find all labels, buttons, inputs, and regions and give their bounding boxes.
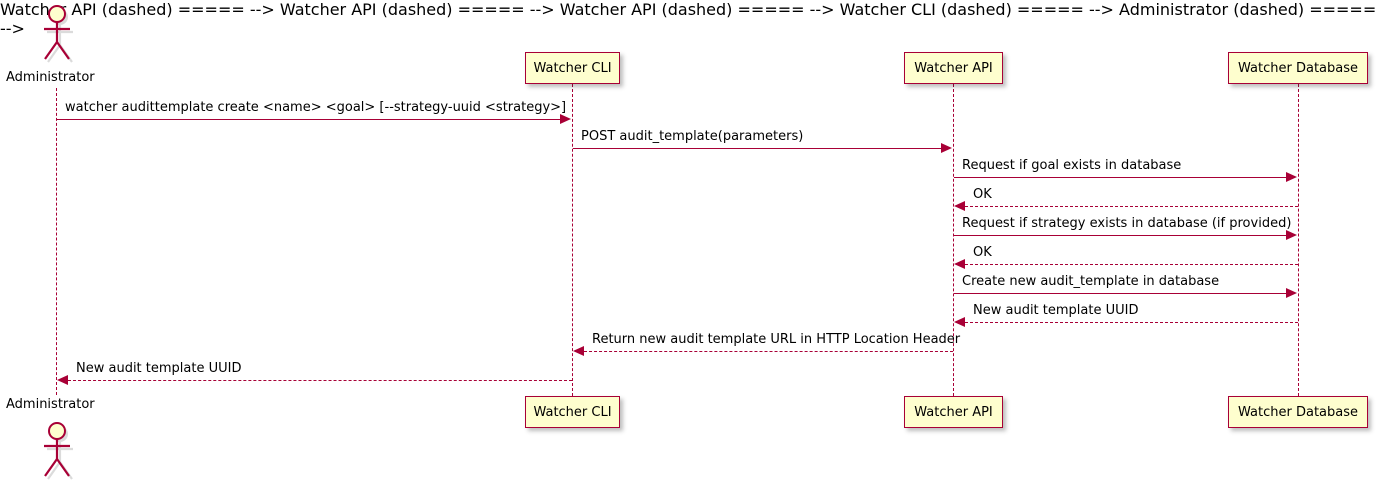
message-line-10 — [68, 380, 572, 381]
message-label-6: OK — [973, 245, 992, 260]
message-label-2: POST audit_template(parameters) — [581, 129, 804, 144]
message-line-8 — [965, 322, 1298, 323]
message-line-4 — [965, 206, 1298, 207]
arrow-head-5 — [1286, 230, 1297, 240]
participant-box-watcher-cli-bottom[interactable]: Watcher CLI — [525, 396, 620, 428]
message-line-5 — [954, 235, 1287, 236]
arrow-head-6 — [954, 259, 965, 269]
actor-label-administrator-top: Administrator — [6, 70, 95, 85]
lifeline-watcher-api — [953, 84, 954, 396]
message-line-7 — [954, 293, 1287, 294]
participant-box-watcher-database-bottom[interactable]: Watcher Database — [1228, 396, 1368, 428]
message-line-1 — [57, 119, 561, 120]
participant-box-watcher-database-top[interactable]: Watcher Database — [1228, 52, 1368, 84]
arrow-head-10 — [57, 375, 68, 385]
message-line-2 — [573, 148, 942, 149]
message-label-10: New audit template UUID — [76, 361, 242, 376]
lifeline-watcher-database — [1298, 84, 1299, 396]
arrow-head-9 — [573, 346, 584, 356]
message-label-3: Request if goal exists in database — [962, 158, 1182, 173]
arrow-head-3 — [1286, 172, 1297, 182]
message-label-4: OK — [973, 187, 992, 202]
lifeline-administrator — [56, 88, 57, 395]
arrow-head-4 — [954, 201, 965, 211]
actor-label-administrator-bottom: Administrator — [6, 397, 95, 412]
participant-box-watcher-cli-top[interactable]: Watcher CLI — [525, 52, 620, 84]
message-line-3 — [954, 177, 1287, 178]
arrow-head-2 — [941, 143, 952, 153]
arrow-head-7 — [1286, 288, 1297, 298]
message-label-5: Request if strategy exists in database (… — [962, 216, 1292, 231]
participant-box-watcher-api-top[interactable]: Watcher API — [904, 52, 1003, 84]
message-label-8: New audit template UUID — [973, 303, 1139, 318]
actor-administrator-top — [44, 5, 73, 63]
message-line-9 — [584, 351, 953, 352]
message-label-1: watcher audittemplate create <name> <goa… — [65, 100, 567, 115]
participant-box-watcher-api-bottom[interactable]: Watcher API — [904, 396, 1003, 428]
actor-administrator-bottom — [44, 422, 73, 480]
message-label-7: Create new audit_template in database — [962, 274, 1220, 289]
arrow-head-8 — [954, 317, 965, 327]
message-line-6 — [965, 264, 1298, 265]
message-label-9: Return new audit template URL in HTTP Lo… — [592, 332, 961, 347]
arrow-head-1 — [560, 114, 571, 124]
lifeline-watcher-cli — [572, 84, 573, 396]
